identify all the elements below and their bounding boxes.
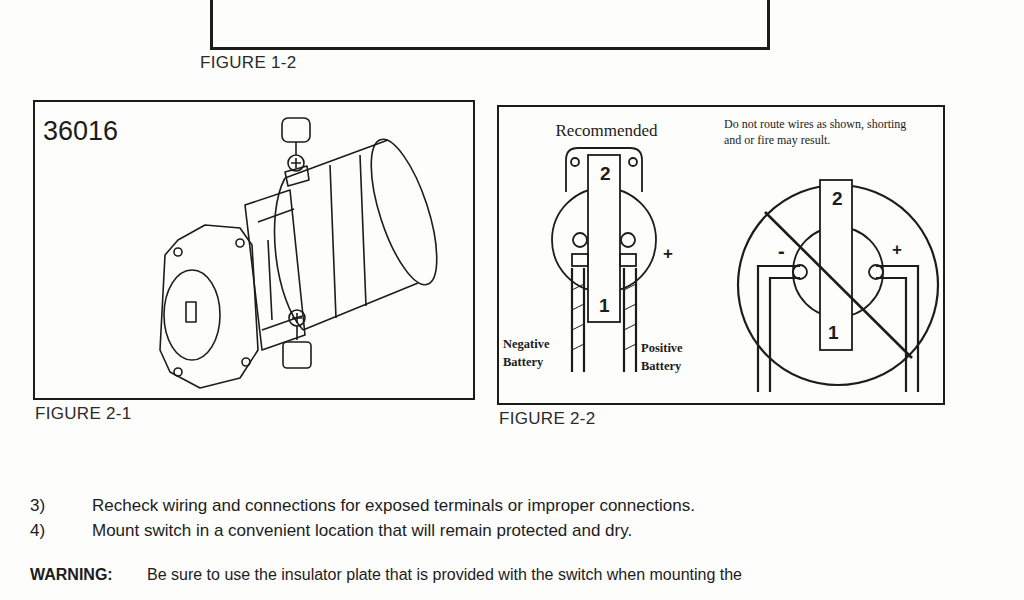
polarity-sign: + (890, 240, 904, 260)
terminal-number: 2 (830, 188, 845, 210)
step-number: 3) (30, 496, 45, 516)
figure-caption: FIGURE 2-2 (499, 409, 596, 429)
warning-label: WARNING: (30, 566, 113, 584)
switch-recommended (552, 148, 656, 372)
warning-note: Do not route wires as shown, shorting an… (724, 117, 916, 148)
figure-frame: 36016FIGURE 2-1 (33, 100, 475, 400)
warning-text: Be sure to use the insulator plate that … (147, 566, 742, 584)
figure-frame: Recommended Do not route wires as shown, … (497, 105, 945, 405)
switch-wrong-routing (738, 180, 938, 392)
part-number: 36016 (43, 116, 118, 147)
instruction-text: Recheck wiring and connections for expos… (92, 496, 695, 516)
figure-caption: FIGURE 1-2 (200, 53, 297, 73)
wire-label: Positive Battery (641, 340, 701, 375)
terminal-number: 1 (826, 322, 841, 344)
instruction-text: Mount switch in a convenient location th… (92, 521, 632, 541)
terminal-number: 1 (597, 295, 612, 317)
polarity-sign: + (661, 244, 675, 264)
polarity-sign: - (776, 240, 787, 263)
terminal-number: 2 (598, 163, 613, 185)
figure-caption: FIGURE 2-1 (35, 404, 132, 424)
figure-frame: FIGURE 1-2 (210, 0, 770, 50)
panel-heading: Recommended (539, 121, 674, 141)
step-number: 4) (30, 521, 45, 541)
motor-drawing (160, 118, 450, 388)
wire-label: Negative Battery (503, 336, 565, 371)
